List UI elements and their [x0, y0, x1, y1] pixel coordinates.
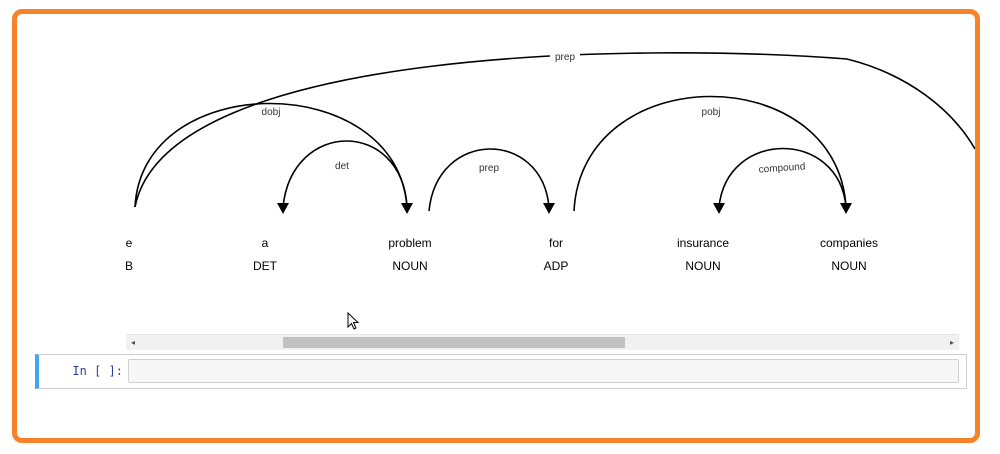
horizontal-scrollbar[interactable]: ◂ ▸: [126, 334, 959, 350]
arc-label-dobj: dobj: [262, 107, 281, 118]
arrowhead-compound: [713, 203, 725, 214]
token-tag: B: [125, 259, 133, 273]
arc-prep-short: [428, 148, 550, 212]
scroll-right-arrow-icon[interactable]: ▸: [949, 338, 954, 347]
notebook-output-frame: prep dobj det prep pobj compound e B a D…: [12, 9, 980, 443]
cell-input-editor[interactable]: [128, 359, 959, 383]
notebook-code-cell[interactable]: In [ ]:: [35, 354, 967, 389]
arc-pobj: [573, 95, 847, 212]
arc-label-pobj: pobj: [702, 107, 721, 118]
token-word: problem: [388, 236, 431, 250]
scroll-thumb[interactable]: [283, 337, 625, 348]
token-word: a: [262, 236, 269, 250]
arc-label-prep-short: prep: [479, 163, 499, 174]
cell-prompt: In [ ]:: [72, 364, 123, 378]
dependency-visualization: prep dobj det prep pobj compound e B a D…: [17, 14, 975, 334]
arrowhead-pobj: [840, 203, 852, 214]
arrowhead-dobj: [401, 203, 413, 214]
mouse-pointer-icon: [347, 312, 360, 330]
arc-label-compound: compound: [758, 161, 805, 175]
arc-dobj: [134, 102, 408, 208]
arrowhead-prep: [543, 203, 555, 214]
arc-prep-long: [134, 52, 975, 208]
token-tag: DET: [253, 259, 278, 273]
arc-compound: [718, 147, 847, 208]
token-tag: NOUN: [392, 259, 427, 273]
token-word: for: [549, 236, 563, 250]
token-word: companies: [820, 236, 878, 250]
scroll-left-arrow-icon[interactable]: ◂: [130, 338, 135, 347]
token-word: e: [126, 236, 133, 250]
arc-label-prep-long: prep: [555, 52, 575, 63]
dependency-svg: prep dobj det prep pobj compound e B a D…: [17, 50, 975, 279]
token-word: insurance: [677, 236, 729, 250]
token-tag: NOUN: [685, 259, 720, 273]
arc-label-det: det: [335, 161, 349, 172]
arc-det: [282, 140, 408, 208]
arrowhead-det: [277, 203, 289, 214]
token-tag: NOUN: [831, 259, 866, 273]
token-tag: ADP: [544, 259, 569, 273]
